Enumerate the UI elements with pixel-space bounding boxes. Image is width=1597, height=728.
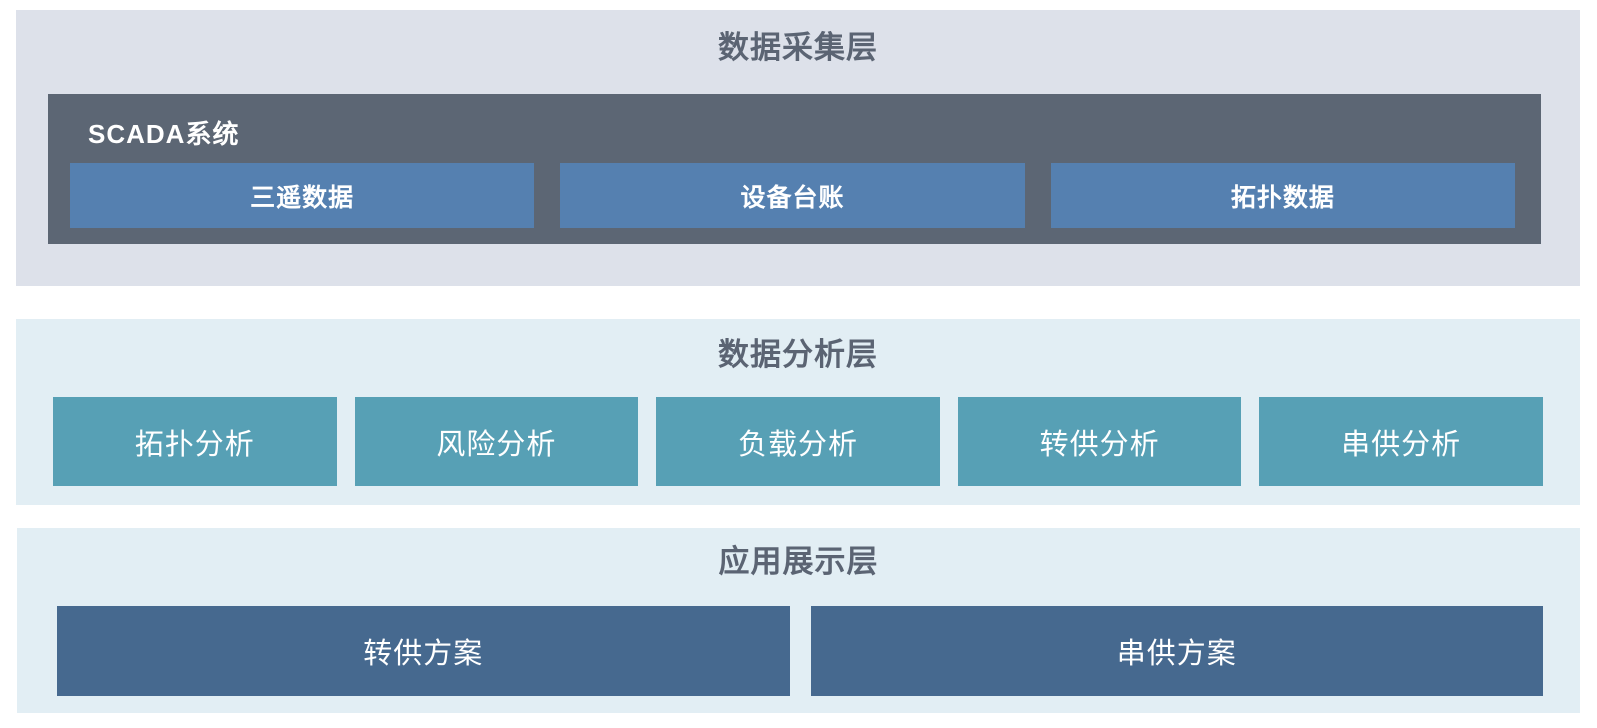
- item-transfer-supply-plan: 转供方案: [57, 606, 790, 696]
- analysis-items-row: 拓扑分析 风险分析 负载分析 转供分析 串供分析: [53, 397, 1543, 486]
- item-risk-analysis: 风险分析: [354, 397, 639, 486]
- display-items-row: 转供方案 串供方案: [57, 606, 1543, 696]
- item-load-analysis: 负载分析: [656, 397, 940, 486]
- layer-data-analysis: 数据分析层 拓扑分析 风险分析 负载分析 转供分析 串供分析: [16, 319, 1580, 505]
- item-topology-data: 拓扑数据: [1050, 163, 1515, 228]
- layer-data-analysis-title: 数据分析层: [718, 337, 878, 372]
- item-equipment-ledger: 设备台账: [560, 163, 1025, 228]
- item-telemetry-data: 三遥数据: [70, 163, 535, 228]
- item-topology-analysis: 拓扑分析: [53, 397, 337, 486]
- layer-application-display-title: 应用展示层: [718, 544, 879, 579]
- scada-system-box: SCADA系统 三遥数据 设备台账 拓扑数据: [48, 94, 1541, 244]
- scada-system-label: SCADA系统: [88, 119, 240, 149]
- layer-data-collection: 数据采集层 SCADA系统 三遥数据 设备台账 拓扑数据: [16, 10, 1580, 286]
- layer-data-collection-title: 数据采集层: [718, 30, 878, 65]
- layer-application-display: 应用展示层 转供方案 串供方案: [17, 528, 1580, 713]
- item-series-supply-plan: 串供方案: [810, 606, 1543, 696]
- item-transfer-supply-analysis: 转供分析: [957, 397, 1242, 486]
- item-series-supply-analysis: 串供分析: [1259, 397, 1543, 486]
- scada-items-row: 三遥数据 设备台账 拓扑数据: [70, 163, 1515, 228]
